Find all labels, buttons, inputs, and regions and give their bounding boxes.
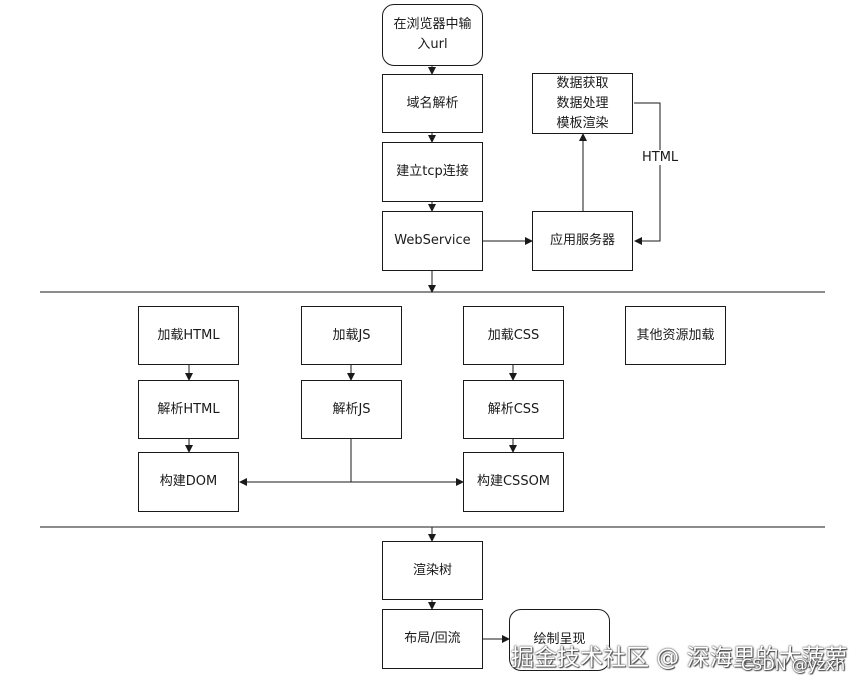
node-build-cssom-label: 构建CSSOM: [476, 474, 551, 489]
node-tcp: 建立tcp连接: [382, 142, 483, 202]
node-data-processing: 数据获取 数据处理 模板渲染: [532, 73, 633, 134]
node-webservice: WebService: [382, 211, 483, 271]
node-load-js-label: 加载JS: [332, 327, 371, 343]
node-layout-reflow-label: 布局/回流: [404, 631, 461, 646]
node-parse-js-label: 解析JS: [332, 401, 371, 417]
node-render-tree-label: 渲染树: [412, 562, 452, 578]
edge-label-html: HTML: [641, 150, 680, 165]
arrow-data-app-html: [634, 102, 661, 245]
node-parse-html: 解析HTML: [138, 380, 239, 439]
node-webservice-label: WebService: [394, 233, 471, 248]
node-paint-label: 绘制呈现: [533, 632, 586, 647]
node-other-resources-label: 其他资源加载: [636, 327, 715, 343]
node-parse-css: 解析CSS: [463, 380, 564, 439]
node-other-resources: 其他资源加载: [625, 306, 726, 365]
node-dns: 域名解析: [382, 74, 483, 133]
watermark-main: 掘金技术社区 @ 深海里的大菠萝: [511, 645, 848, 671]
node-layout-reflow: 布局/回流: [382, 609, 483, 669]
node-build-cssom: 构建CSSOM: [463, 452, 564, 512]
node-data-processing-label: 数据获取 数据处理 模板渲染: [556, 75, 609, 131]
node-render-tree: 渲染树: [382, 541, 483, 600]
node-parse-html-label: 解析HTML: [157, 401, 220, 417]
node-load-css: 加载CSS: [463, 306, 564, 365]
node-load-html: 加载HTML: [138, 306, 239, 365]
node-parse-css-label: 解析CSS: [487, 401, 540, 417]
node-build-dom: 构建DOM: [138, 452, 239, 512]
node-url-input-label: 在浏览器中输 入url: [393, 17, 472, 52]
node-parse-js: 解析JS: [301, 380, 402, 439]
watermark-sub: CSDN @yzxh: [741, 655, 846, 674]
node-url-input: 在浏览器中输 入url: [382, 4, 483, 66]
node-tcp-label: 建立tcp连接: [396, 164, 469, 179]
node-load-html-label: 加载HTML: [157, 327, 220, 343]
node-app-server-label: 应用服务器: [549, 233, 615, 248]
node-paint: 绘制呈现: [509, 609, 610, 671]
node-build-dom-label: 构建DOM: [159, 474, 218, 489]
node-load-css-label: 加载CSS: [487, 327, 540, 343]
node-load-js: 加载JS: [301, 306, 402, 365]
node-dns-label: 域名解析: [406, 95, 459, 111]
node-app-server: 应用服务器: [532, 211, 633, 271]
